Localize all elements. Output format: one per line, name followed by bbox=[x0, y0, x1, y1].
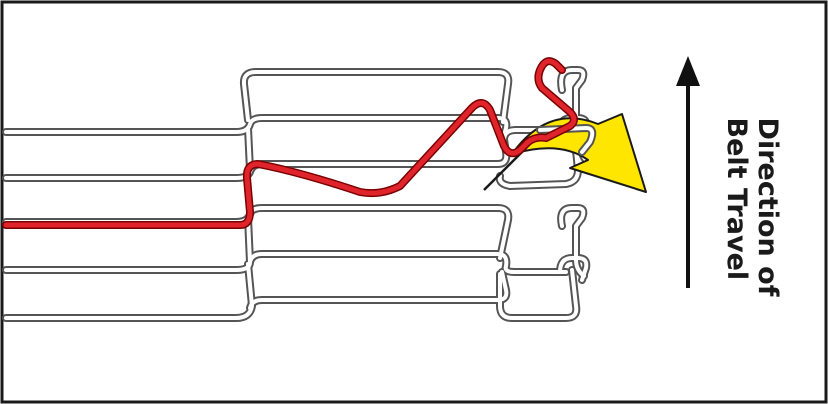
direction-label-line1: Direction of bbox=[752, 117, 783, 297]
direction-label: Direction of Belt Travel bbox=[721, 118, 783, 297]
wire-belt bbox=[6, 70, 586, 318]
direction-label-line2: Belt Travel bbox=[721, 117, 752, 281]
highlighted-wire bbox=[2, 57, 578, 229]
arrow-up-icon bbox=[676, 56, 700, 288]
